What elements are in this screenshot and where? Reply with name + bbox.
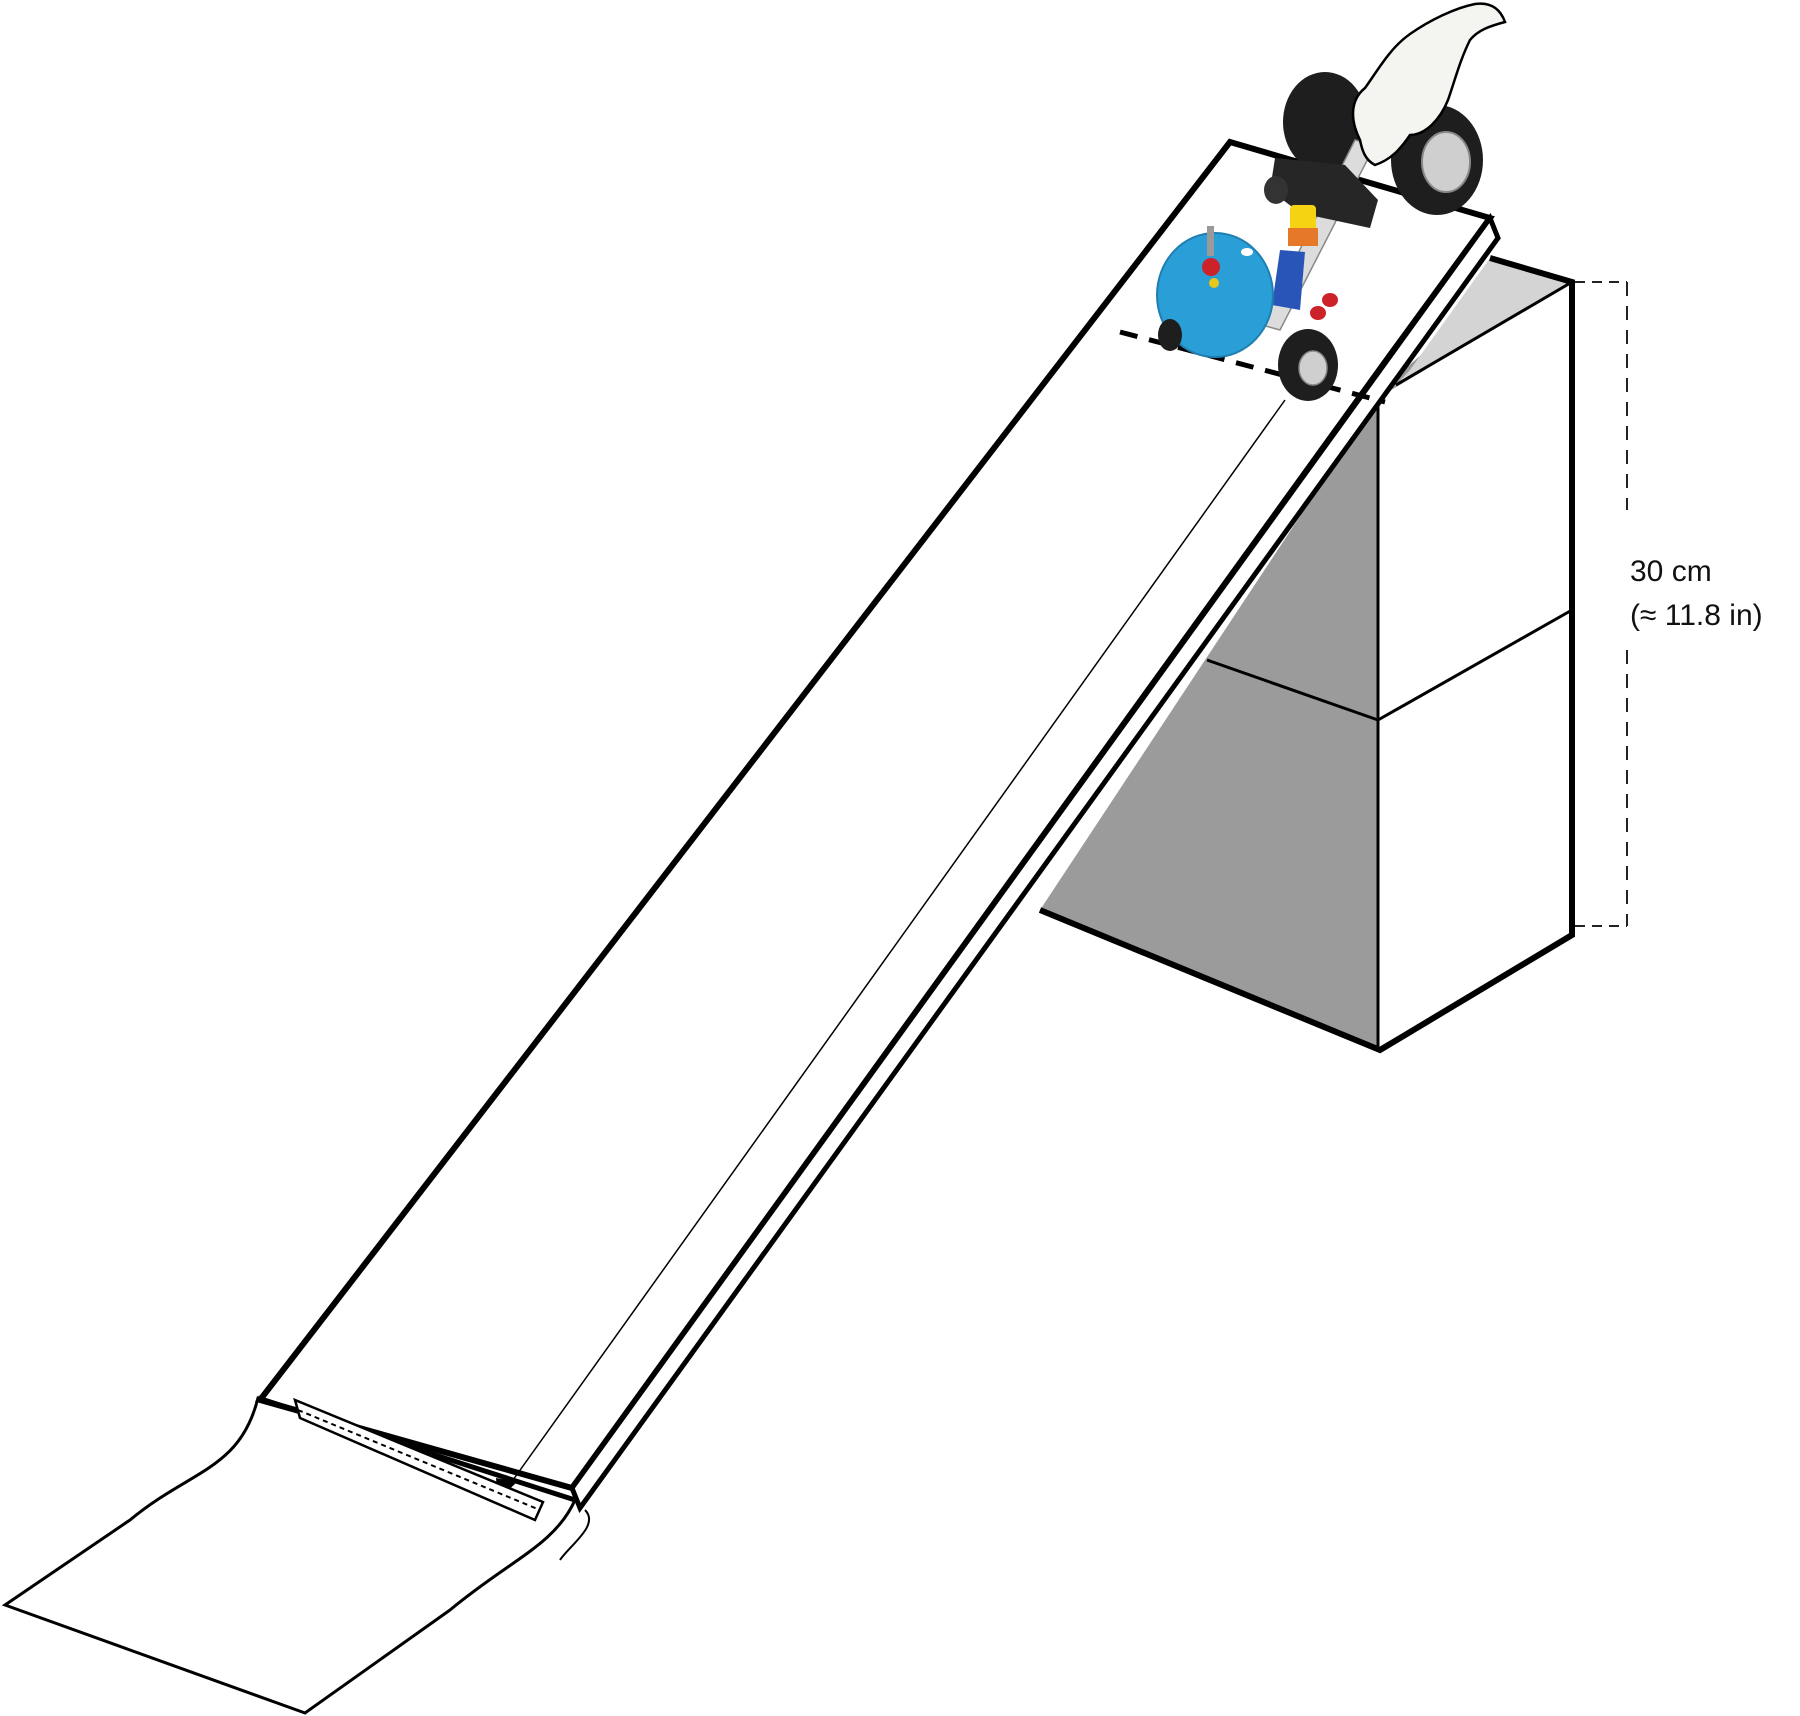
rear-left-tire	[1283, 72, 1367, 172]
red-pin	[1310, 306, 1326, 320]
balloon	[1156, 232, 1274, 358]
support-blocks	[1038, 255, 1575, 1054]
balloon-valve	[1207, 226, 1214, 256]
height-label-metric: 30 cm	[1630, 555, 1712, 588]
blue-brick	[1272, 250, 1305, 310]
block-side-shade	[1040, 395, 1380, 1050]
rear-right-hub	[1421, 131, 1471, 193]
front-hub	[1298, 350, 1328, 386]
height-label-imperial: (≈ 11.8 in)	[1630, 599, 1763, 632]
hand	[1351, 2, 1507, 167]
finish-tape	[293, 1397, 545, 1522]
black-knob	[1264, 176, 1288, 204]
red-pin	[1322, 293, 1338, 307]
minifig	[1290, 205, 1316, 233]
valve-cap-red	[1202, 258, 1220, 276]
block-top-face	[1396, 258, 1572, 385]
seat	[1288, 228, 1318, 246]
height-dimension	[1575, 281, 1628, 927]
front-left-tire-hidden	[1158, 319, 1182, 351]
